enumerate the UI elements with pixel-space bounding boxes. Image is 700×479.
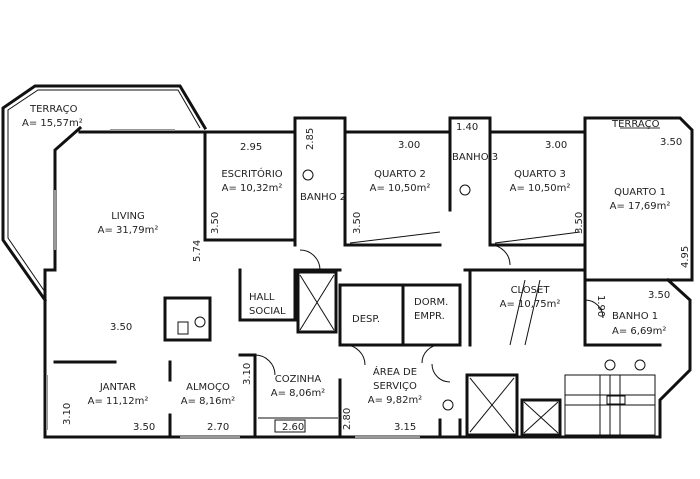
room-name: QUARTO 2 xyxy=(374,169,426,180)
room-name: TERRAÇO xyxy=(611,119,660,130)
dimension-label: 3.15 xyxy=(394,422,416,433)
toilet-icon xyxy=(442,399,454,411)
room-name: SOCIAL xyxy=(249,306,286,317)
dimension-label: 3.50 xyxy=(352,212,363,234)
room-name: ÁREA DE xyxy=(373,365,417,378)
dimension-label: 2.85 xyxy=(305,128,316,150)
room-area: A= 17,69m² xyxy=(610,201,671,212)
dimension-label: 3.50 xyxy=(574,212,585,234)
room-area: A= 8,06m² xyxy=(271,388,325,399)
staircase xyxy=(564,374,656,436)
room-area: A= 11,12m² xyxy=(88,396,149,407)
room-area: A= 8,16m² xyxy=(181,396,235,407)
room-name: HALL xyxy=(249,292,275,303)
room-area: A= 6,69m² xyxy=(612,326,666,337)
door xyxy=(344,344,366,366)
terrace-walls xyxy=(1,84,208,303)
room-name: EMPR. xyxy=(414,311,445,322)
sink-icon xyxy=(459,184,471,196)
dimension-label: 3.10 xyxy=(62,403,73,425)
toilet-icon xyxy=(177,321,189,335)
sink-icon xyxy=(604,359,616,371)
room-area: A= 10,50m² xyxy=(370,183,431,194)
door xyxy=(489,244,511,266)
room-name: BANHO 3 xyxy=(452,152,498,163)
room-name: JANTAR xyxy=(99,382,136,393)
room-name: ALMOÇO xyxy=(186,382,230,393)
room-name: COZINHA xyxy=(275,374,322,385)
room-name: ESCRITÓRIO xyxy=(221,167,282,180)
door xyxy=(431,363,451,383)
room-area: A= 10,50m² xyxy=(510,183,571,194)
dimension-label: 3.50 xyxy=(660,137,682,148)
room-area: A= 31,79m² xyxy=(98,225,159,236)
dimension-label: 2.70 xyxy=(207,422,229,433)
interior-walls xyxy=(53,116,694,439)
dimension-label: 4.95 xyxy=(680,246,691,268)
room-name: CLOSET xyxy=(511,285,551,296)
room-name: TERRAÇO xyxy=(29,104,78,115)
door xyxy=(254,354,276,376)
dimension-label: 1.40 xyxy=(456,122,478,133)
dimension-label: 2.80 xyxy=(342,408,353,430)
exterior-walls xyxy=(43,116,694,439)
sink-icon xyxy=(634,359,646,371)
dimension-label: 2.60 xyxy=(282,422,304,433)
dimension-label: 3.00 xyxy=(545,140,567,151)
room-area: A= 9,82m² xyxy=(368,395,422,406)
room-name: LIVING xyxy=(111,211,145,222)
dimension-label: 3.50 xyxy=(210,212,221,234)
door xyxy=(421,344,441,364)
dimension-label: 1.90 xyxy=(595,295,606,317)
room-area: A= 10,32m² xyxy=(222,183,283,194)
room-area: A= 10,75m² xyxy=(500,299,561,310)
sink-icon xyxy=(194,316,206,328)
room-area: A= 15,57m² xyxy=(22,118,83,129)
dimension-label: 3.50 xyxy=(110,322,132,333)
room-name: BANHO 2 xyxy=(300,192,346,203)
dimension-label: 3.00 xyxy=(398,140,420,151)
door xyxy=(584,299,604,319)
room-name: QUARTO 3 xyxy=(514,169,566,180)
dimension-label: 3.50 xyxy=(133,422,155,433)
room-name: DESP. xyxy=(352,314,380,325)
dimension-label: 3.10 xyxy=(242,363,253,385)
room-name: DORM. xyxy=(414,297,448,308)
dimension-label: 2.95 xyxy=(240,142,262,153)
dimension-label: 3.50 xyxy=(648,290,670,301)
room-name: QUARTO 1 xyxy=(614,187,666,198)
room-name: BANHO 1 xyxy=(612,311,658,322)
room-name: SERVIÇO xyxy=(373,381,417,392)
dimension-label: 5.74 xyxy=(192,240,203,262)
door xyxy=(299,249,321,271)
sink-icon xyxy=(302,169,314,181)
